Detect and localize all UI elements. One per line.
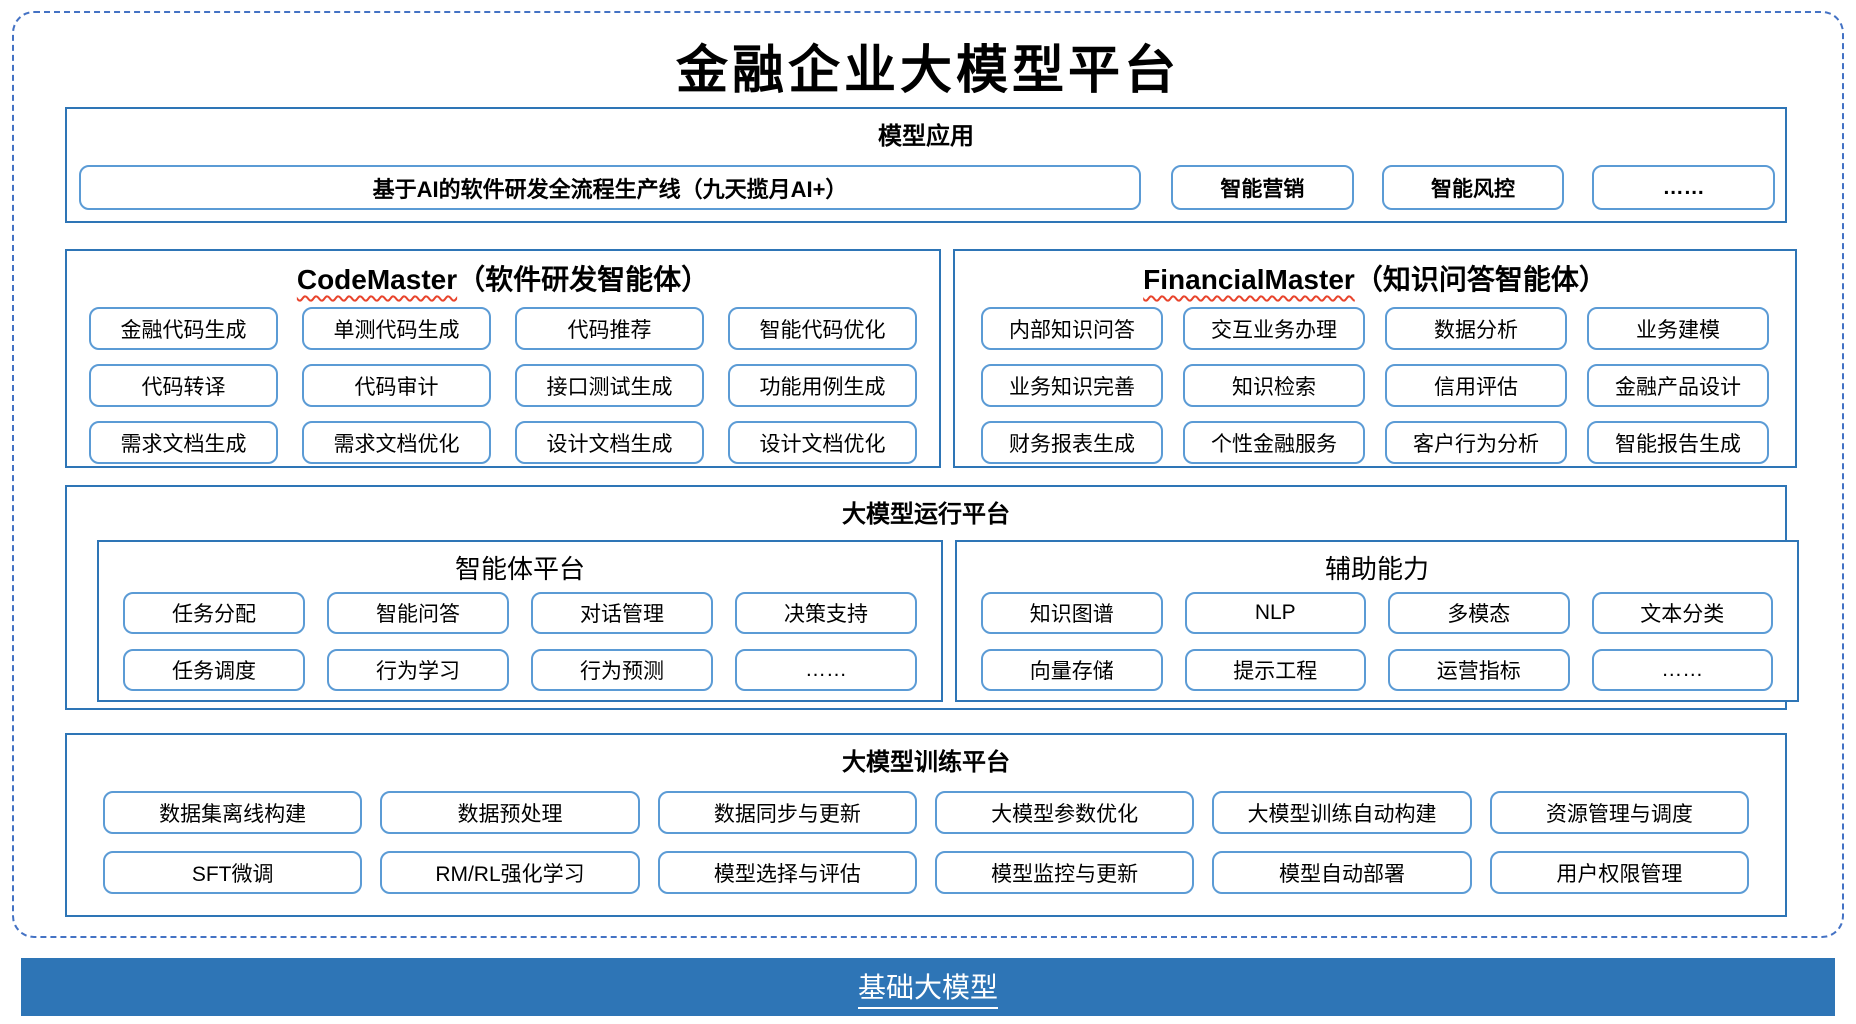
item-box: 文本分类	[1591, 592, 1773, 634]
item-box: 任务分配	[123, 592, 305, 634]
item-box: 行为学习	[327, 649, 509, 691]
item-box: ……	[1591, 649, 1773, 691]
financialmaster-title: FinancialMaster（知识问答智能体）	[955, 251, 1795, 298]
section-model-applications: 模型应用 基于AI的软件研发全流程生产线（九天揽月AI+） 智能营销智能风控 ……	[65, 107, 1787, 223]
item-box: SFT微调	[103, 851, 363, 894]
item-box: 向量存储	[981, 649, 1163, 691]
item-box: 单测代码生成	[302, 307, 491, 350]
item-box: NLP	[1184, 592, 1366, 634]
agent-platform-box: 智能体平台 任务分配智能问答对话管理决策支持任务调度行为学习行为预测 ……	[97, 540, 943, 702]
item-box: 设计文档优化	[728, 421, 917, 464]
item-box: 运营指标	[1388, 649, 1570, 691]
item-box: 代码推荐	[515, 307, 704, 350]
item-box: 需求文档生成	[89, 421, 278, 464]
item-box: 知识图谱	[981, 592, 1163, 634]
item-box: 知识检索	[1183, 364, 1365, 407]
item-box: 智能营销	[1171, 165, 1354, 210]
item-box: 数据分析	[1385, 307, 1567, 350]
financialmaster-title-en: FinancialMaster	[1143, 264, 1355, 295]
item-box: 任务调度	[123, 649, 305, 691]
item-box: 财务报表生成	[981, 421, 1163, 464]
item-box: 设计文档生成	[515, 421, 704, 464]
platform-outer-frame	[12, 11, 1844, 938]
item-box: 接口测试生成	[515, 364, 704, 407]
item-box: 信用评估	[1385, 364, 1567, 407]
item-box: 功能用例生成	[728, 364, 917, 407]
codemaster-items: 金融代码生成单测代码生成代码推荐智能代码优化代码转译代码审计接口测试生成功能用例…	[67, 307, 939, 464]
item-box: 资源管理与调度	[1489, 791, 1749, 834]
item-box: ……	[1592, 165, 1776, 210]
item-box: 大模型训练自动构建	[1212, 791, 1472, 834]
base-model-label: 基础大模型	[857, 966, 998, 1009]
item-box: 业务建模	[1587, 307, 1769, 350]
financialmaster-items: 内部知识问答交互业务办理数据分析业务建模业务知识完善知识检索信用评估金融产品设计…	[955, 307, 1795, 464]
auxiliary-capabilities-box: 辅助能力 知识图谱 NLP 多模态文本分类向量存储提示工程运营指标 ……	[955, 540, 1799, 702]
model-applications-row: 基于AI的软件研发全流程生产线（九天揽月AI+） 智能营销智能风控 ……	[79, 165, 1776, 210]
page-title: 金融企业大模型平台	[675, 40, 1180, 101]
agent-platform-items: 任务分配智能问答对话管理决策支持任务调度行为学习行为预测 ……	[99, 592, 941, 691]
auxiliary-capabilities-title: 辅助能力	[1324, 554, 1429, 584]
item-box: 数据预处理	[380, 791, 640, 834]
section-training-platform: 大模型训练平台 数据集离线构建数据预处理数据同步与更新大模型参数优化大模型训练自…	[65, 733, 1787, 917]
auxiliary-capabilities-items: 知识图谱 NLP 多模态文本分类向量存储提示工程运营指标 ……	[957, 592, 1797, 691]
item-box: 个性金融服务	[1183, 421, 1365, 464]
base-model-bar: 基础大模型	[21, 958, 1835, 1016]
item-box: 数据同步与更新	[657, 791, 917, 834]
training-platform-items: 数据集离线构建数据预处理数据同步与更新大模型参数优化大模型训练自动构建资源管理与…	[67, 791, 1785, 894]
financialmaster-title-zh: （知识问答智能体）	[1354, 264, 1607, 295]
codemaster-title: CodeMaster（软件研发智能体）	[67, 251, 939, 298]
item-box: 智能问答	[327, 592, 509, 634]
model-application-items: 智能营销智能风控 ……	[1171, 165, 1776, 210]
section-codemaster: CodeMaster（软件研发智能体） 金融代码生成单测代码生成代码推荐智能代码…	[65, 249, 941, 468]
item-box: 数据集离线构建	[103, 791, 363, 834]
codemaster-title-zh: （软件研发智能体）	[457, 264, 710, 295]
section-financialmaster: FinancialMaster（知识问答智能体） 内部知识问答交互业务办理数据分…	[953, 249, 1797, 468]
pipeline-item-box: 基于AI的软件研发全流程生产线（九天揽月AI+）	[79, 165, 1141, 210]
agent-platform-title: 智能体平台	[454, 554, 585, 584]
item-box: 代码审计	[302, 364, 491, 407]
item-box: ……	[735, 649, 917, 691]
item-box: 智能风控	[1381, 165, 1565, 210]
item-box: 对话管理	[531, 592, 713, 634]
item-box: 提示工程	[1184, 649, 1366, 691]
item-box: RM/RL强化学习	[380, 851, 640, 894]
section-runtime-platform: 大模型运行平台 智能体平台 任务分配智能问答对话管理决策支持任务调度行为学习行为…	[65, 485, 1799, 710]
training-platform-title: 大模型训练平台	[842, 749, 1010, 776]
item-box: 需求文档优化	[302, 421, 491, 464]
item-box: 行为预测	[531, 649, 713, 691]
item-box: 多模态	[1388, 592, 1570, 634]
runtime-platform-title: 大模型运行平台	[842, 501, 1010, 528]
item-box: 金融产品设计	[1587, 364, 1769, 407]
item-box: 模型监控与更新	[935, 851, 1195, 894]
item-box: 智能报告生成	[1587, 421, 1769, 464]
item-box: 智能代码优化	[728, 307, 917, 350]
item-box: 决策支持	[735, 592, 917, 634]
codemaster-title-en: CodeMaster	[296, 264, 458, 295]
item-box: 用户权限管理	[1489, 851, 1749, 894]
item-box: 客户行为分析	[1385, 421, 1567, 464]
model-applications-title: 模型应用	[878, 123, 974, 150]
item-box: 交互业务办理	[1183, 307, 1365, 350]
item-box: 模型选择与评估	[657, 851, 917, 894]
item-box: 金融代码生成	[89, 307, 278, 350]
item-box: 代码转译	[89, 364, 278, 407]
item-box: 内部知识问答	[981, 307, 1163, 350]
item-box: 模型自动部署	[1212, 851, 1472, 894]
item-box: 大模型参数优化	[935, 791, 1195, 834]
item-box: 业务知识完善	[981, 364, 1163, 407]
